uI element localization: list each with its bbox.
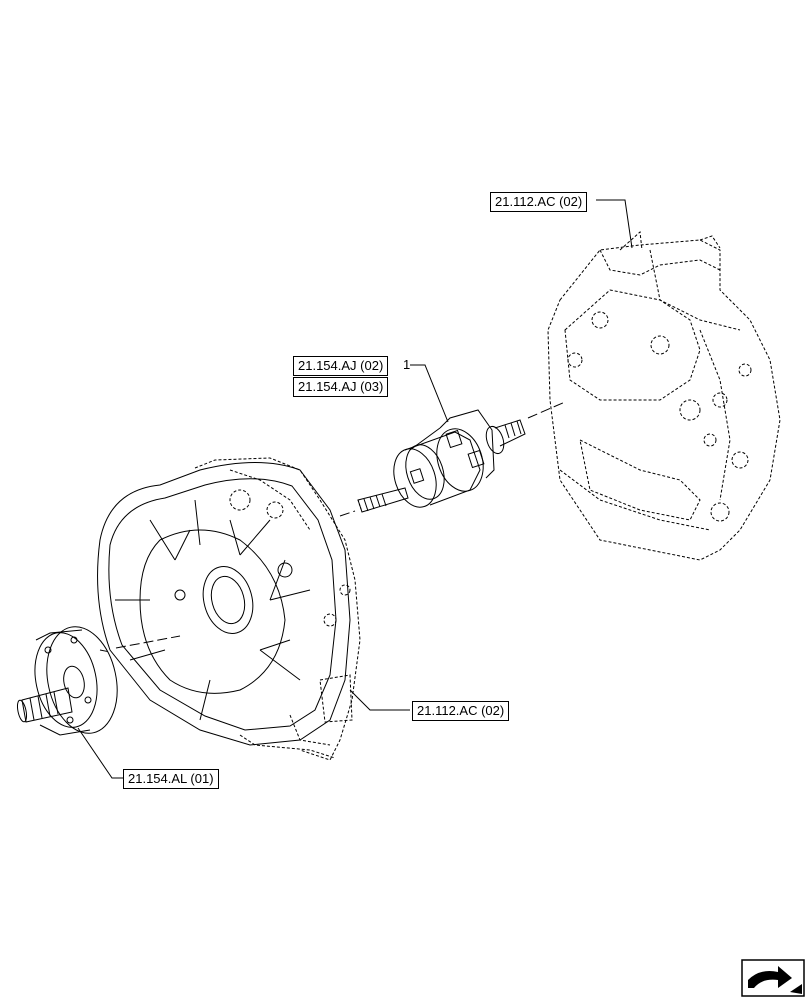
next-page-arrow-icon[interactable] [740,958,806,998]
item-number-1: 1 [403,357,411,372]
ref-label-shaft-03[interactable]: 21.154.AJ (03) [293,377,389,397]
ref-label-housing[interactable]: 21.112.AC (02) [412,701,510,721]
ref-label-rear-case[interactable]: 21.112.AC (02) [490,192,588,212]
pto-pump-assembly [16,626,118,736]
leader-lines [77,199,633,779]
pump-axis-line [115,635,181,649]
shaft-assembly [339,401,566,517]
ref-label-shaft-02[interactable]: 21.154.AJ (02) [293,356,389,376]
rear-transmission-case [547,230,781,561]
clutch-housing [97,457,361,761]
ref-label-pump[interactable]: 21.154.AL (01) [123,769,219,789]
